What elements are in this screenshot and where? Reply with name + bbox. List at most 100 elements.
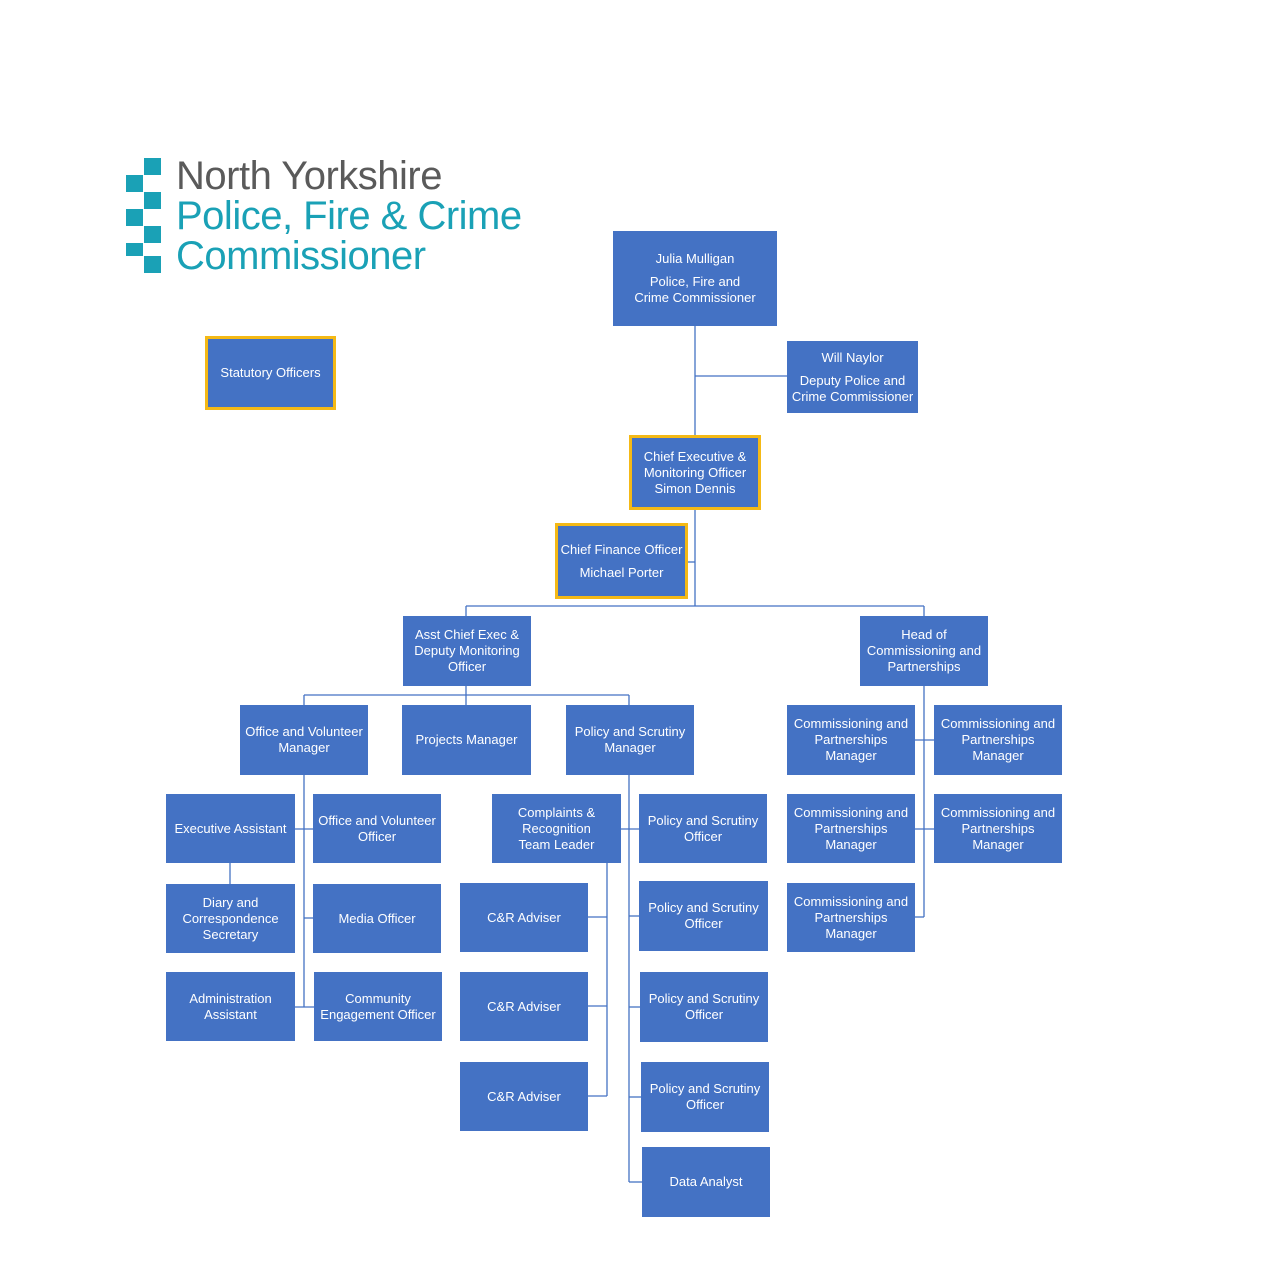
- node-pso4-line-2: Officer: [685, 1097, 725, 1112]
- node-pso1-line-2: Officer: [683, 828, 723, 844]
- node-asst-ce-line-3: Officer: [447, 659, 487, 674]
- node-cpm3-line-2: Partnerships: [814, 820, 888, 836]
- node-policy-scrutiny-officer-4: Policy and Scrutiny Officer: [641, 1062, 769, 1132]
- checkered-logo-mark: [126, 158, 161, 273]
- node-pso3-line-2: Officer: [684, 1007, 724, 1022]
- node-ovm-line-1: Office and Volunteer: [245, 724, 363, 739]
- node-projects-line-1: Projects Manager: [415, 732, 518, 747]
- node-ceo-line-1: Chief Executive &: [643, 448, 747, 464]
- node-administration-assistant: Administration Assistant: [166, 972, 295, 1041]
- node-cpm3-line-3: Manager: [825, 836, 877, 852]
- legend-statutory-officers: Statutory Officers: [205, 336, 336, 410]
- node-pso3-line-1: Policy and Scrutiny: [648, 991, 760, 1006]
- node-deputy: Will Naylor Deputy Police and Crime Comm…: [787, 341, 918, 413]
- node-cr-adviser-3: C&R Adviser: [460, 1062, 588, 1131]
- node-pfcc-title-2: Crime Commissioner: [634, 290, 756, 305]
- node-ceo-line-3: Simon Dennis: [654, 480, 736, 496]
- node-commissioning-manager-4: Commissioning and Partnerships Manager: [934, 794, 1062, 863]
- node-cpm5-line-3: Manager: [825, 925, 877, 941]
- node-psm-line-1: Policy and Scrutiny: [574, 724, 686, 739]
- logo-line-3: Commissioner: [176, 234, 426, 278]
- node-media-officer: Media Officer: [313, 884, 441, 953]
- node-media-line-1: Media Officer: [338, 910, 416, 926]
- node-chief-executive: Chief Executive & Monitoring Officer Sim…: [629, 435, 761, 510]
- node-asst-chief-exec: Asst Chief Exec & Deputy Monitoring Offi…: [403, 616, 531, 686]
- node-cr-adviser-2: C&R Adviser: [460, 972, 588, 1041]
- node-commissioning-manager-1: Commissioning and Partnerships Manager: [787, 705, 915, 775]
- node-office-volunteer-officer: Office and Volunteer Officer: [313, 794, 441, 863]
- node-community-engagement-officer: Community Engagement Officer: [314, 972, 442, 1041]
- node-cpm3-line-1: Commissioning and: [793, 804, 909, 820]
- node-policy-scrutiny-manager: Policy and Scrutiny Manager: [566, 705, 694, 775]
- node-ovo-line-2: Officer: [357, 828, 397, 844]
- node-crtl-line-2: Recognition: [522, 820, 591, 836]
- node-cra2-line-1: C&R Adviser: [487, 998, 561, 1014]
- node-pso2-line-1: Policy and Scrutiny: [648, 900, 759, 915]
- node-cfo-name: Michael Porter: [579, 564, 664, 580]
- node-cra3-line-1: C&R Adviser: [487, 1088, 561, 1104]
- node-executive-assistant: Executive Assistant: [166, 794, 295, 863]
- node-asst-ce-line-2: Deputy Monitoring: [414, 643, 520, 658]
- node-diary-line-1: Diary and: [202, 894, 259, 910]
- logo-line-2: Police, Fire & Crime: [176, 194, 522, 238]
- node-pso1-line-1: Policy and Scrutiny: [647, 812, 759, 828]
- node-cpm1-line-1: Commissioning and: [793, 716, 909, 731]
- node-diary-line-2: Correspondence: [182, 910, 279, 926]
- node-pso2-line-2: Officer: [684, 916, 723, 931]
- node-deputy-name: Will Naylor: [821, 349, 884, 365]
- node-cpm5-line-1: Commissioning and: [793, 893, 909, 909]
- node-policy-scrutiny-officer-3: Policy and Scrutiny Officer: [640, 972, 768, 1042]
- node-admin-line-2: Assistant: [204, 1006, 257, 1022]
- node-pfcc-title-1: Police, Fire and: [649, 274, 741, 289]
- node-diary-secretary: Diary and Correspondence Secretary: [166, 884, 295, 953]
- node-cpm4-line-3: Manager: [972, 836, 1024, 852]
- node-data-analyst: Data Analyst: [642, 1147, 770, 1217]
- node-community-line-1: Community: [345, 990, 411, 1006]
- node-commissioning-manager-3: Commissioning and Partnerships Manager: [787, 794, 915, 863]
- node-cpm1-line-3: Manager: [825, 748, 877, 763]
- node-deputy-title-2: Crime Commissioner: [791, 388, 914, 404]
- node-ovm-line-2: Manager: [278, 740, 330, 755]
- node-asst-ce-line-1: Asst Chief Exec &: [414, 627, 520, 642]
- node-head-line-3: Partnerships: [887, 659, 961, 674]
- legend-label: Statutory Officers: [220, 365, 321, 380]
- node-cfo-title: Chief Finance Officer: [560, 541, 683, 557]
- node-cr-adviser-1: C&R Adviser: [460, 883, 588, 952]
- node-cpm2-line-1: Commissioning and: [940, 716, 1056, 731]
- node-crtl-line-3: Team Leader: [518, 836, 595, 852]
- node-ceo-line-2: Monitoring Officer: [643, 464, 747, 480]
- node-pso4-line-1: Policy and Scrutiny: [649, 1081, 761, 1096]
- node-chief-finance-officer: Chief Finance Officer Michael Porter: [555, 523, 688, 599]
- nypfcc-logo: North Yorkshire Police, Fire & Crime Com…: [126, 156, 526, 276]
- node-office-volunteer-manager: Office and Volunteer Manager: [240, 705, 368, 775]
- node-cpm4-line-1: Commissioning and: [940, 804, 1056, 820]
- node-policy-scrutiny-officer-2: Policy and Scrutiny Officer: [639, 881, 768, 951]
- node-psm-line-2: Manager: [604, 740, 656, 755]
- node-complaints-team-leader: Complaints & Recognition Team Leader: [492, 794, 621, 863]
- node-exec-line-1: Executive Assistant: [174, 820, 287, 836]
- node-head-commissioning: Head of Commissioning and Partnerships: [860, 616, 988, 686]
- logo-wordmark: North Yorkshire Police, Fire & Crime Com…: [176, 156, 522, 276]
- node-admin-line-1: Administration: [189, 990, 272, 1006]
- node-diary-line-3: Secretary: [202, 926, 259, 942]
- node-cpm5-line-2: Partnerships: [814, 909, 888, 925]
- node-commissioning-manager-5: Commissioning and Partnerships Manager: [787, 883, 915, 952]
- node-projects-manager: Projects Manager: [402, 705, 531, 775]
- node-deputy-title-1: Deputy Police and: [799, 372, 906, 388]
- node-ovo-line-1: Office and Volunteer: [318, 812, 436, 828]
- node-cpm2-line-2: Partnerships: [961, 732, 1035, 747]
- node-pfcc-name: Julia Mulligan: [655, 251, 735, 266]
- connector-asst-managers: [303, 686, 630, 705]
- node-data-line-1: Data Analyst: [669, 1174, 743, 1189]
- node-cra1-line-1: C&R Adviser: [487, 909, 561, 925]
- node-policy-scrutiny-officer-1: Policy and Scrutiny Officer: [639, 794, 767, 863]
- node-commissioning-manager-2: Commissioning and Partnerships Manager: [934, 705, 1062, 775]
- node-community-line-2: Engagement Officer: [320, 1006, 436, 1022]
- node-head-line-2: Commissioning and: [866, 643, 982, 658]
- node-cpm2-line-3: Manager: [972, 748, 1024, 763]
- logo-line-1: North Yorkshire: [176, 154, 442, 198]
- node-cpm1-line-2: Partnerships: [814, 732, 888, 747]
- node-head-line-1: Head of: [901, 627, 947, 642]
- node-crtl-line-1: Complaints &: [517, 804, 596, 820]
